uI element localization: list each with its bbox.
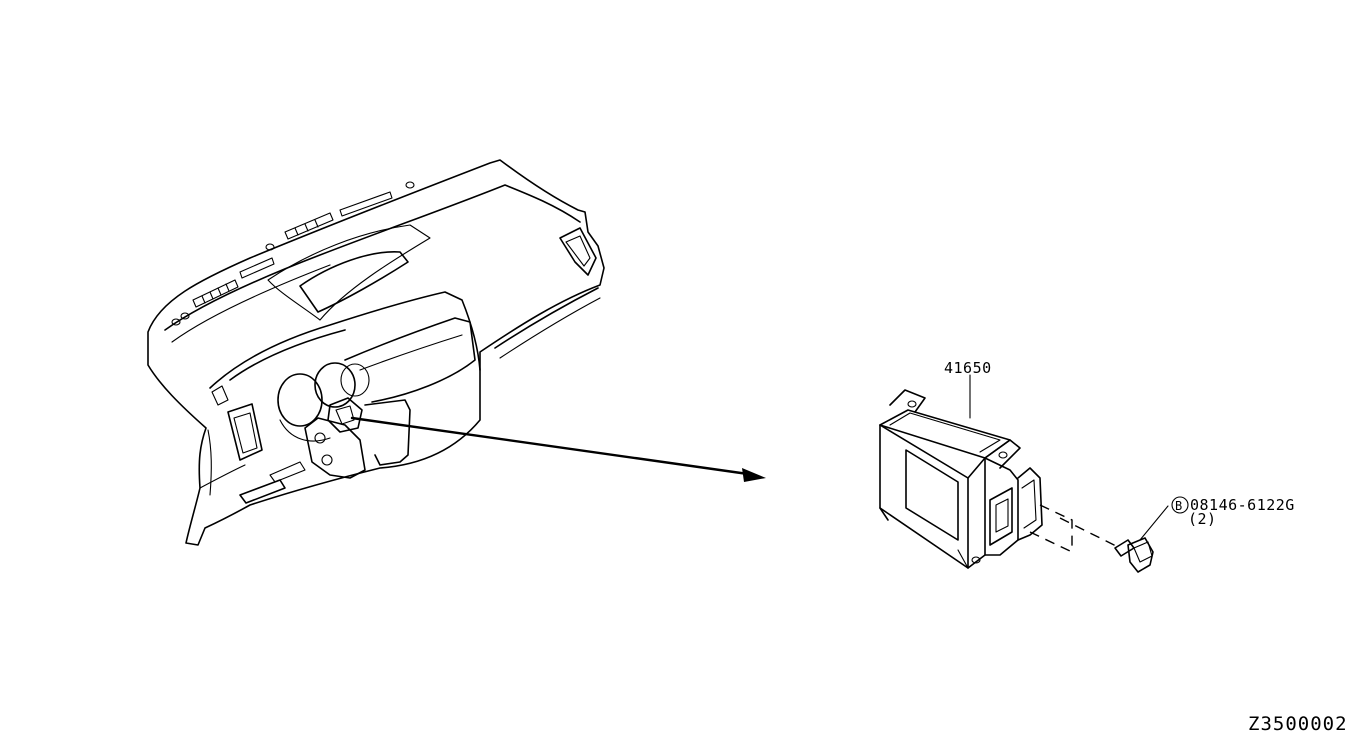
bolt-marker-circle [1171,496,1189,514]
module-part-number: 41650 [944,359,992,377]
bolt-quantity: (2) [1188,510,1217,528]
control-module-illustration [879,374,1043,569]
bolt-part-number: 08146-6122G [1190,496,1295,514]
drawing-code: Z3500002 [1248,713,1348,735]
dashboard-illustration [147,159,605,546]
bolt-marker-letter: B [1175,499,1183,513]
location-arrow [350,416,766,482]
bolt-illustration [1114,505,1169,573]
mounting-guide-lines [1029,504,1121,553]
